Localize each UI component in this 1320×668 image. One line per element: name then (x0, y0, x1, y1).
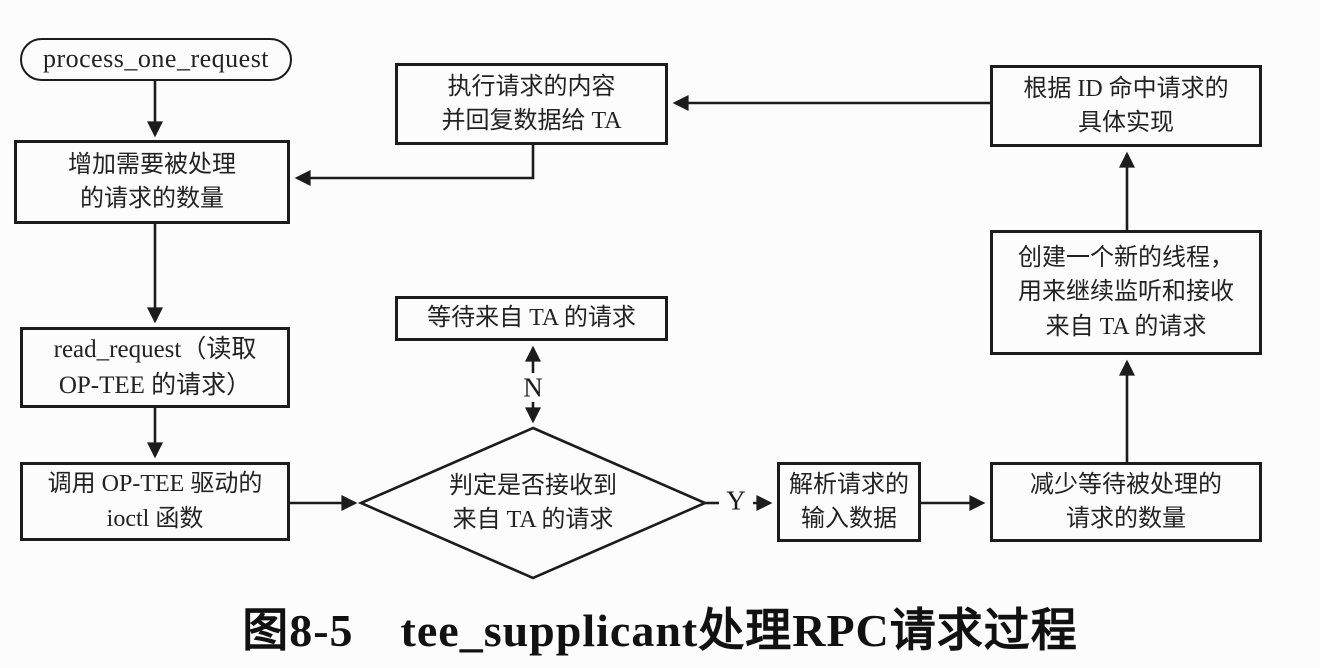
node-wait-ta-request: 等待来自 TA 的请求 (395, 296, 668, 341)
edge-label-yes: Y (724, 485, 748, 516)
node-call-optee-ioctl: 调用 OP-TEE 驱动的 ioctl 函数 (20, 462, 290, 541)
edge-execute-to-increase (294, 145, 535, 186)
edge-label-no: N (521, 372, 545, 403)
node-process-one-request: process_one_request (20, 38, 292, 81)
figure-caption: 图8-5 tee_supplicant处理RPC请求过程 (242, 605, 1078, 656)
decision-diamond-shape (357, 426, 709, 580)
node-parse-request-input: 解析请求的 输入数据 (777, 462, 921, 542)
node-execute-request-reply-ta: 执行请求的内容 并回复数据给 TA (395, 63, 668, 145)
node-match-impl-by-id: 根据 ID 命中请求的 具体实现 (990, 65, 1262, 147)
node-decrease-pending-requests: 减少等待被处理的 请求的数量 (990, 462, 1262, 542)
node-increase-pending-requests: 增加需要被处理 的请求的数量 (14, 140, 290, 224)
node-decision-received-ta-request: 判定是否接收到 来自 TA 的请求 (449, 472, 617, 533)
node-read-request: read_request（读取 OP-TEE 的请求） (20, 327, 290, 408)
node-create-new-thread: 创建一个新的线程， 用来继续监听和接收 来自 TA 的请求 (990, 230, 1262, 355)
